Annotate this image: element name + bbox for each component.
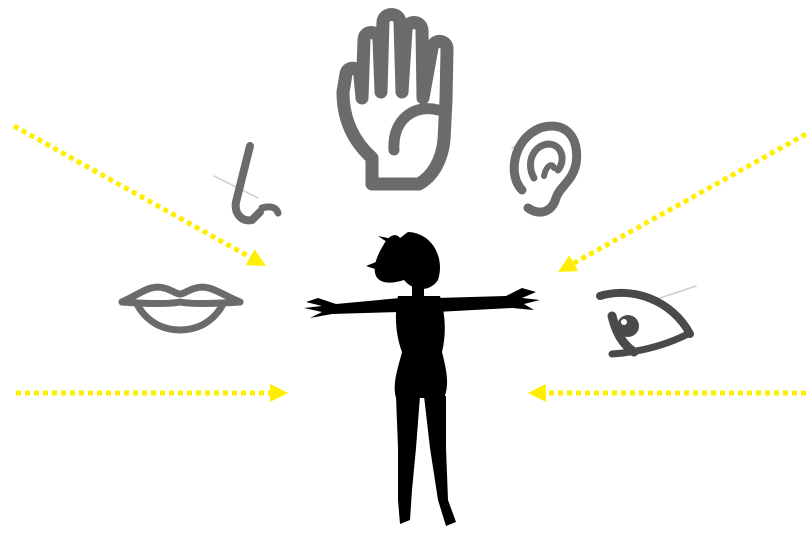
arrow-lower-left [16,384,288,402]
arrow-lower-right [528,384,806,402]
arrow-lower-right-head [528,384,546,402]
arrow-upper-right-shaft [574,134,806,263]
arrow-upper-left-shaft [14,126,250,257]
ear-icon [512,126,577,212]
arrow-upper-left [14,126,266,266]
arrow-upper-left-head [246,249,266,266]
arrow-lower-left-head [270,384,288,402]
arrow-upper-right [558,134,806,272]
eye-icon [600,286,696,354]
lips-icon [122,287,240,330]
hand-icon [343,15,447,185]
nose-icon [214,146,278,220]
person-silhouette [304,232,540,526]
